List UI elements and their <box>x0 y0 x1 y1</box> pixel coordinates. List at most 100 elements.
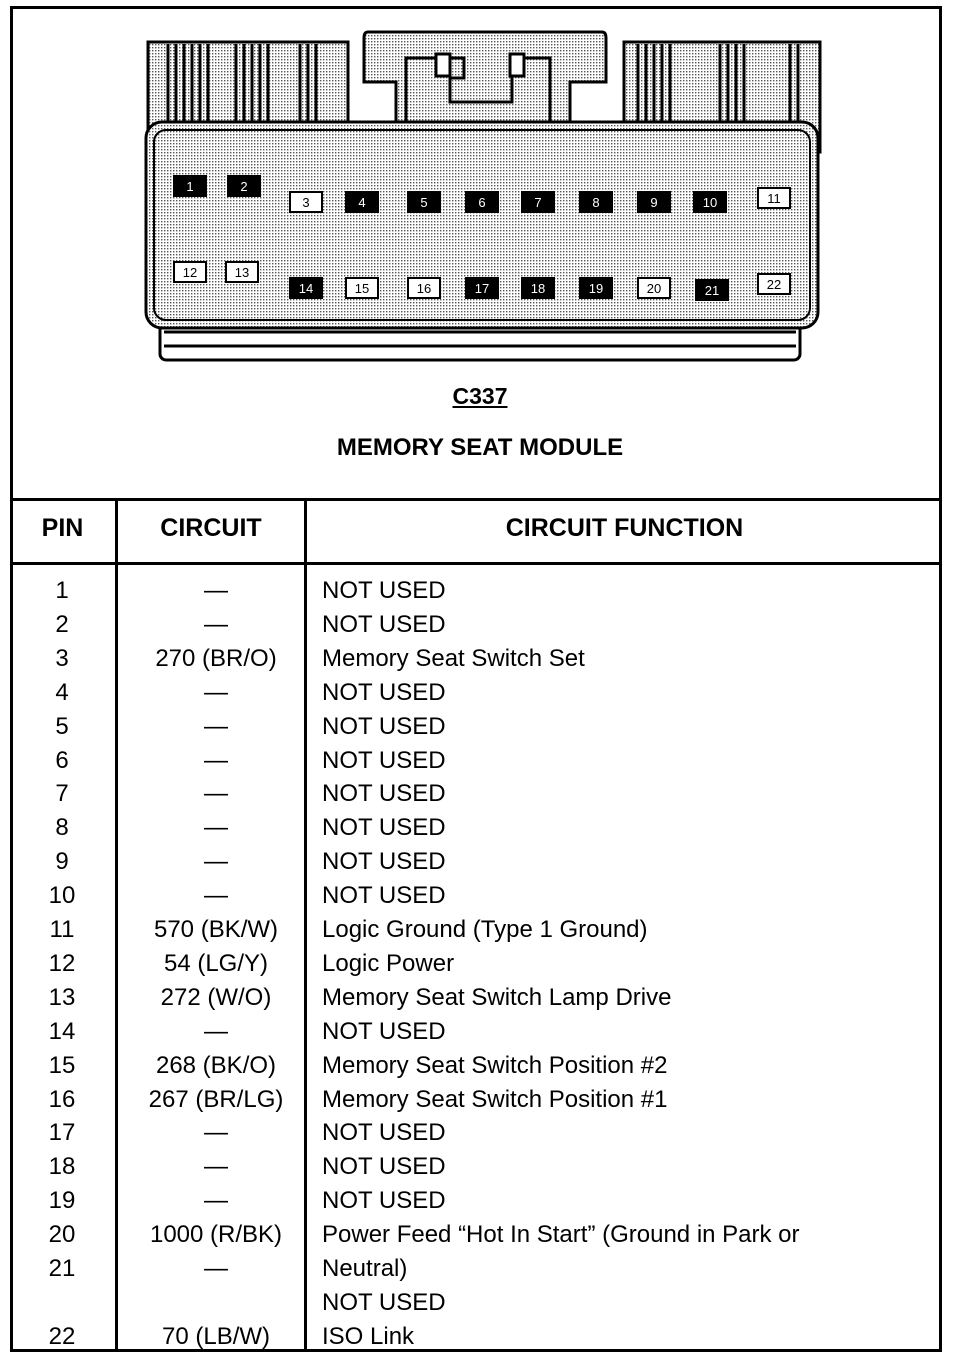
pin-cell: 18 <box>48 1153 76 1181</box>
pin-number: 2 <box>240 179 247 194</box>
pin-number: 13 <box>235 265 249 280</box>
pin-cavity: 1 <box>173 175 207 197</box>
table-row: 4 — NOT USED <box>10 676 942 710</box>
connector-body <box>144 120 820 330</box>
function-cell: Memory Seat Switch Lamp Drive <box>322 983 672 1011</box>
pin-cell: 20 <box>48 1221 76 1249</box>
pin-cavity: 6 <box>465 191 499 213</box>
pin-number: 10 <box>703 195 717 210</box>
pin-cell: 6 <box>55 746 69 774</box>
function-cell: Memory Seat Switch Set <box>322 644 585 672</box>
pin-cell: 19 <box>48 1187 76 1215</box>
pin-number: 22 <box>767 277 781 292</box>
table-row: 6—NOT USED <box>10 744 942 778</box>
pin-cavity: 10 <box>693 191 727 213</box>
table-row: NOT USED <box>10 1286 942 1320</box>
pin-number: 19 <box>589 281 603 296</box>
pin-cavity: 18 <box>521 277 555 299</box>
circuit-cell: — <box>204 678 228 706</box>
table-row: 11 570 (BK/W) Logic Ground (Type 1 Ground) <box>10 913 942 947</box>
pin-cell: 2 <box>55 610 69 638</box>
pin-cavity: 2 <box>227 175 261 197</box>
pin-cell: 10 <box>48 882 76 910</box>
column-divider-2 <box>304 500 307 1352</box>
header-circuit-function: CIRCUIT FUNCTION <box>505 514 744 542</box>
function-cell: Logic Power <box>322 949 455 977</box>
pin-number: 4 <box>358 195 365 210</box>
table-row: 21—Neutral) <box>10 1252 942 1286</box>
circuit-cell: — <box>204 1153 228 1181</box>
function-cell: NOT USED <box>322 610 446 638</box>
function-cell: NOT USED <box>322 678 446 706</box>
function-cell: Neutral) <box>322 1255 408 1282</box>
circuit-cell: 70 (LB/W) <box>161 1322 271 1350</box>
circuit-cell: — <box>204 1255 228 1282</box>
circuit-cell: 267 (BR/LG) <box>148 1085 284 1113</box>
pin-cell: 8 <box>55 814 69 842</box>
table-row: 18 — NOT USED <box>10 1150 942 1184</box>
function-cell: NOT USED <box>322 577 446 604</box>
pin-cavity: 5 <box>407 191 441 213</box>
pin-cell: 7 <box>55 780 69 808</box>
function-cell: Logic Ground (Type 1 Ground) <box>322 916 648 943</box>
pin-number: 11 <box>767 191 781 206</box>
header-pin: PIN <box>41 514 84 542</box>
table-row: 8—NOT USED <box>10 811 942 845</box>
circuit-cell: 268 (BK/O) <box>155 1051 277 1079</box>
pin-cell: 22 <box>48 1322 76 1350</box>
function-cell: NOT USED <box>322 1288 446 1316</box>
circuit-cell: 270 (BR/O) <box>155 644 277 672</box>
pin-number: 3 <box>302 195 309 210</box>
connector-key <box>362 30 608 128</box>
pin-cavity: 3 <box>289 191 323 213</box>
table-row: 10 — NOT USED <box>10 879 942 913</box>
pin-cavity: 7 <box>521 191 555 213</box>
pin-cavity: 13 <box>225 261 259 283</box>
function-cell: NOT USED <box>322 848 446 876</box>
pin-cavity: 12 <box>173 261 207 283</box>
function-cell: NOT USED <box>322 1153 446 1181</box>
table-row: 1—NOT USED <box>10 574 942 608</box>
table-row: 7—NOT USED <box>10 777 942 811</box>
pin-number: 17 <box>475 281 489 296</box>
pin-cell: 15 <box>48 1051 76 1079</box>
circuit-cell: — <box>204 610 228 638</box>
header-circuit: CIRCUIT <box>160 514 262 542</box>
pin-cavity: 8 <box>579 191 613 213</box>
circuit-cell: — <box>204 848 228 876</box>
pin-cell: 4 <box>55 678 69 706</box>
pin-cavity: 21 <box>695 279 729 301</box>
table-top-border <box>10 498 942 501</box>
pin-cavity: 15 <box>345 277 379 299</box>
pin-number: 16 <box>417 281 431 296</box>
circuit-cell: 272 (W/O) <box>160 983 272 1011</box>
table-row: 17—NOT USED <box>10 1116 942 1150</box>
circuit-cell: — <box>204 882 228 910</box>
circuit-cell: — <box>204 577 228 604</box>
function-cell: NOT USED <box>322 882 446 910</box>
pin-number: 6 <box>478 195 485 210</box>
table-row: 19—NOT USED <box>10 1184 942 1218</box>
pin-cell: 12 <box>48 949 76 977</box>
pin-number: 8 <box>592 195 599 210</box>
pin-number: 9 <box>650 195 657 210</box>
pin-cavity: 22 <box>757 273 791 295</box>
function-cell: NOT USED <box>322 746 446 774</box>
pin-cavity: 14 <box>289 277 323 299</box>
circuit-cell: — <box>204 1187 228 1215</box>
column-divider-1 <box>115 500 118 1352</box>
pin-cell: 11 <box>49 916 75 943</box>
pin-number: 7 <box>534 195 541 210</box>
pin-number: 20 <box>647 281 661 296</box>
circuit-cell: 570 (BK/W) <box>153 916 279 943</box>
pin-cell: 17 <box>48 1119 76 1147</box>
document-frame <box>10 6 942 1352</box>
function-cell: NOT USED <box>322 1017 446 1045</box>
table-row: 14—NOT USED <box>10 1015 942 1049</box>
